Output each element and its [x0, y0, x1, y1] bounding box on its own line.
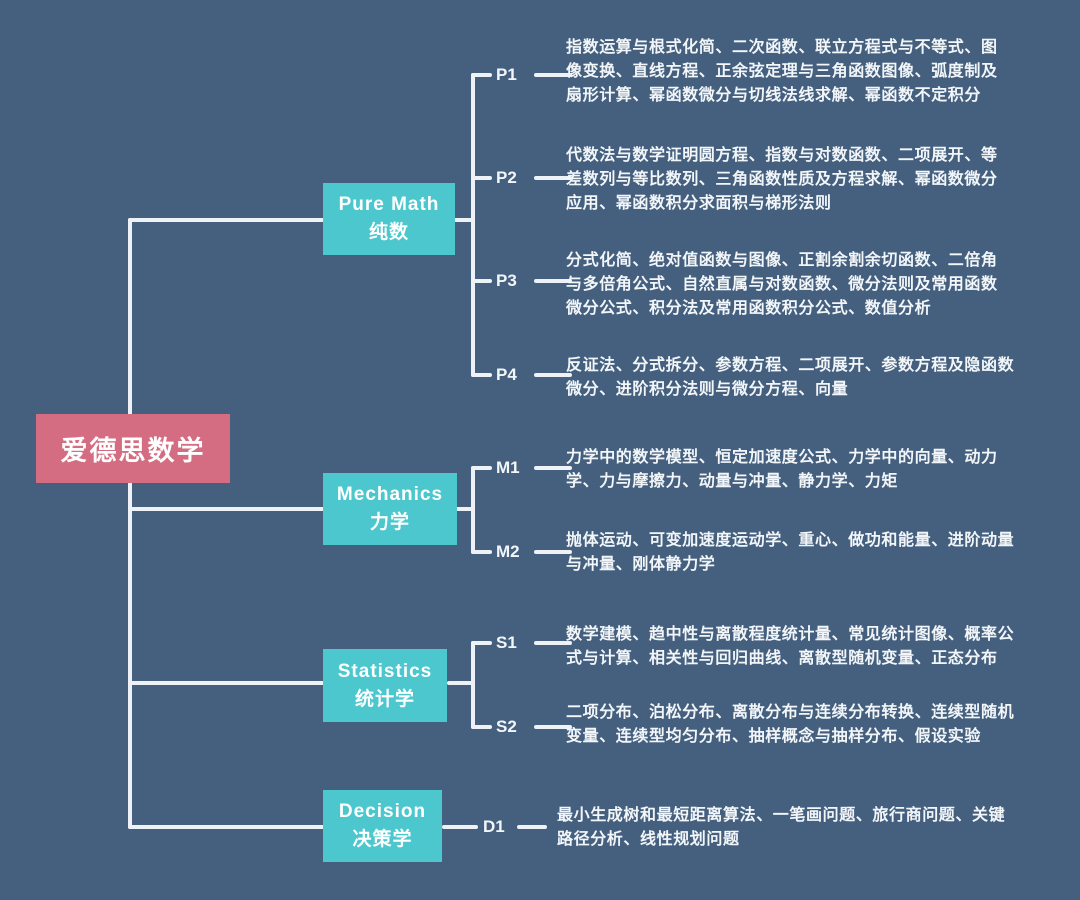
branch-label-en: Decision [338, 801, 427, 822]
topics-s2: 二项分布、泊松分布、离散分布与连续分布转换、连续型随机 变量、连续型均匀分布、抽… [566, 704, 1015, 745]
topics-p1: 指数运算与根式化简、二次函数、联立方程式与不等式、图 像变换、直线方程、正余弦定… [566, 39, 998, 104]
pure-math-right-link-line [453, 218, 473, 222]
topics-p3: 分式化简、绝对值函数与图像、正割余割余切函数、二倍角 与多倍角公式、自然直属与对… [566, 252, 998, 317]
decision-right-link-line [442, 825, 478, 829]
pure-math-branch-line [128, 218, 325, 222]
unit-code-p4: P4 [496, 365, 517, 384]
statistics-bracket-line [471, 641, 475, 729]
branch-node-pure-math: Pure Math 纯数 [323, 183, 455, 255]
pure-math-bracket-line [471, 73, 475, 377]
topics-p4: 反证法、分式拆分、参数方程、二项展开、参数方程及隐函数 微分、进阶积分法则与微分… [566, 357, 1015, 398]
p4-stub-line [471, 373, 492, 377]
branch-label-en: Statistics [337, 660, 433, 682]
branch-node-statistics: Statistics 统计学 [323, 649, 447, 722]
s2-stub-line [471, 725, 492, 729]
unit-code-d1: D1 [483, 817, 505, 836]
branch-label-en: Pure Math [338, 194, 440, 215]
p3-stub-line [471, 279, 492, 283]
topics-d1: 最小生成树和最短距离算法、一笔画问题、旅行商问题、关键 路径分析、线性规划问题 [557, 807, 1006, 848]
branch-label-zh: 决策学 [352, 829, 413, 850]
d1-dash-line [517, 825, 547, 829]
unit-code-p1: P1 [496, 65, 517, 84]
statistics-branch-line [128, 681, 325, 685]
s2-dash-line [534, 725, 572, 729]
p3-dash-line [534, 279, 572, 283]
statistics-right-link-line [447, 681, 473, 685]
m2-dash-line [534, 550, 572, 554]
branch-label-en: Mechanics [336, 484, 444, 505]
topics-m2: 抛体运动、可变加速度运动学、重心、做功和能量、进阶动量 与冲量、刚体静力学 [566, 532, 1015, 573]
root-node-label: 爱德思数学 [60, 436, 206, 466]
s1-dash-line [534, 641, 572, 645]
branch-label-zh: 力学 [369, 512, 410, 533]
branch-node-mechanics: Mechanics 力学 [323, 473, 457, 545]
s1-stub-line [471, 641, 492, 645]
root-node: 爱德思数学 [36, 414, 230, 483]
branch-label-zh: 统计学 [354, 688, 415, 710]
m1-dash-line [534, 466, 572, 470]
unit-code-s1: S1 [496, 633, 517, 652]
p1-dash-line [534, 73, 572, 77]
topics-p2: 代数法与数学证明圆方程、指数与对数函数、二项展开、等 差数列与等比数列、三角函数… [566, 147, 998, 212]
decision-branch-line [128, 825, 325, 829]
mechanics-bracket-line [471, 466, 475, 554]
unit-code-p3: P3 [496, 271, 517, 290]
topics-m1: 力学中的数学模型、恒定加速度公式、力学中的向量、动力 学、力与摩擦力、动量与冲量… [566, 449, 998, 490]
trunk-line [128, 218, 132, 829]
unit-code-p2: P2 [496, 168, 517, 187]
mechanics-right-link-line [455, 507, 473, 511]
branch-node-decision: Decision 决策学 [323, 790, 442, 862]
branch-label-zh: 纯数 [368, 222, 409, 243]
mechanics-branch-line [128, 507, 325, 511]
p4-dash-line [534, 373, 572, 377]
unit-code-m1: M1 [496, 458, 520, 477]
unit-code-s2: S2 [496, 717, 517, 736]
m2-stub-line [471, 550, 492, 554]
topics-s1: 数学建模、趋中性与离散程度统计量、常见统计图像、概率公 式与计算、相关性与回归曲… [566, 626, 1015, 667]
p2-stub-line [471, 176, 492, 180]
m1-stub-line [471, 466, 492, 470]
unit-code-m2: M2 [496, 542, 520, 561]
p2-dash-line [534, 176, 572, 180]
p1-stub-line [471, 73, 492, 77]
